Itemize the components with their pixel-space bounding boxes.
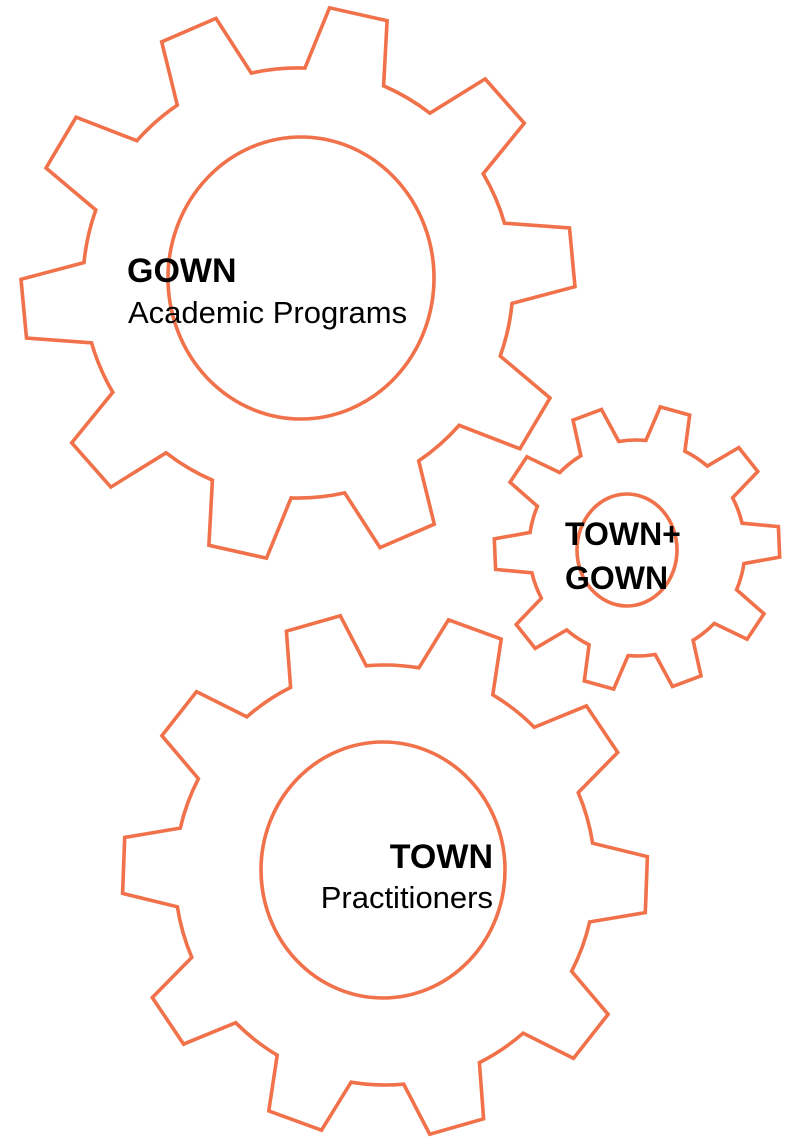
gown-subtitle: Academic Programs [128,295,407,330]
town-gear-hub [259,740,507,1000]
town-gear-outline [120,613,650,1137]
gown-gear-outline [19,5,577,561]
town-gown-gear: TOWN+ GOWN [492,404,782,692]
town-subtitle: Practitioners [321,880,493,915]
town-gown-gear-hub [575,492,679,608]
gown-gear-hub [166,135,436,421]
town-title: TOWN [390,838,493,876]
town-gown-title-line2: GOWN [565,560,668,596]
town-gown-title-line1: TOWN+ [565,516,681,552]
gown-title: GOWN [127,252,237,290]
town-gear: TOWN Practitioners [120,613,650,1137]
gown-gear: GOWN Academic Programs [19,5,577,561]
town-gown-gear-outline [492,404,782,692]
